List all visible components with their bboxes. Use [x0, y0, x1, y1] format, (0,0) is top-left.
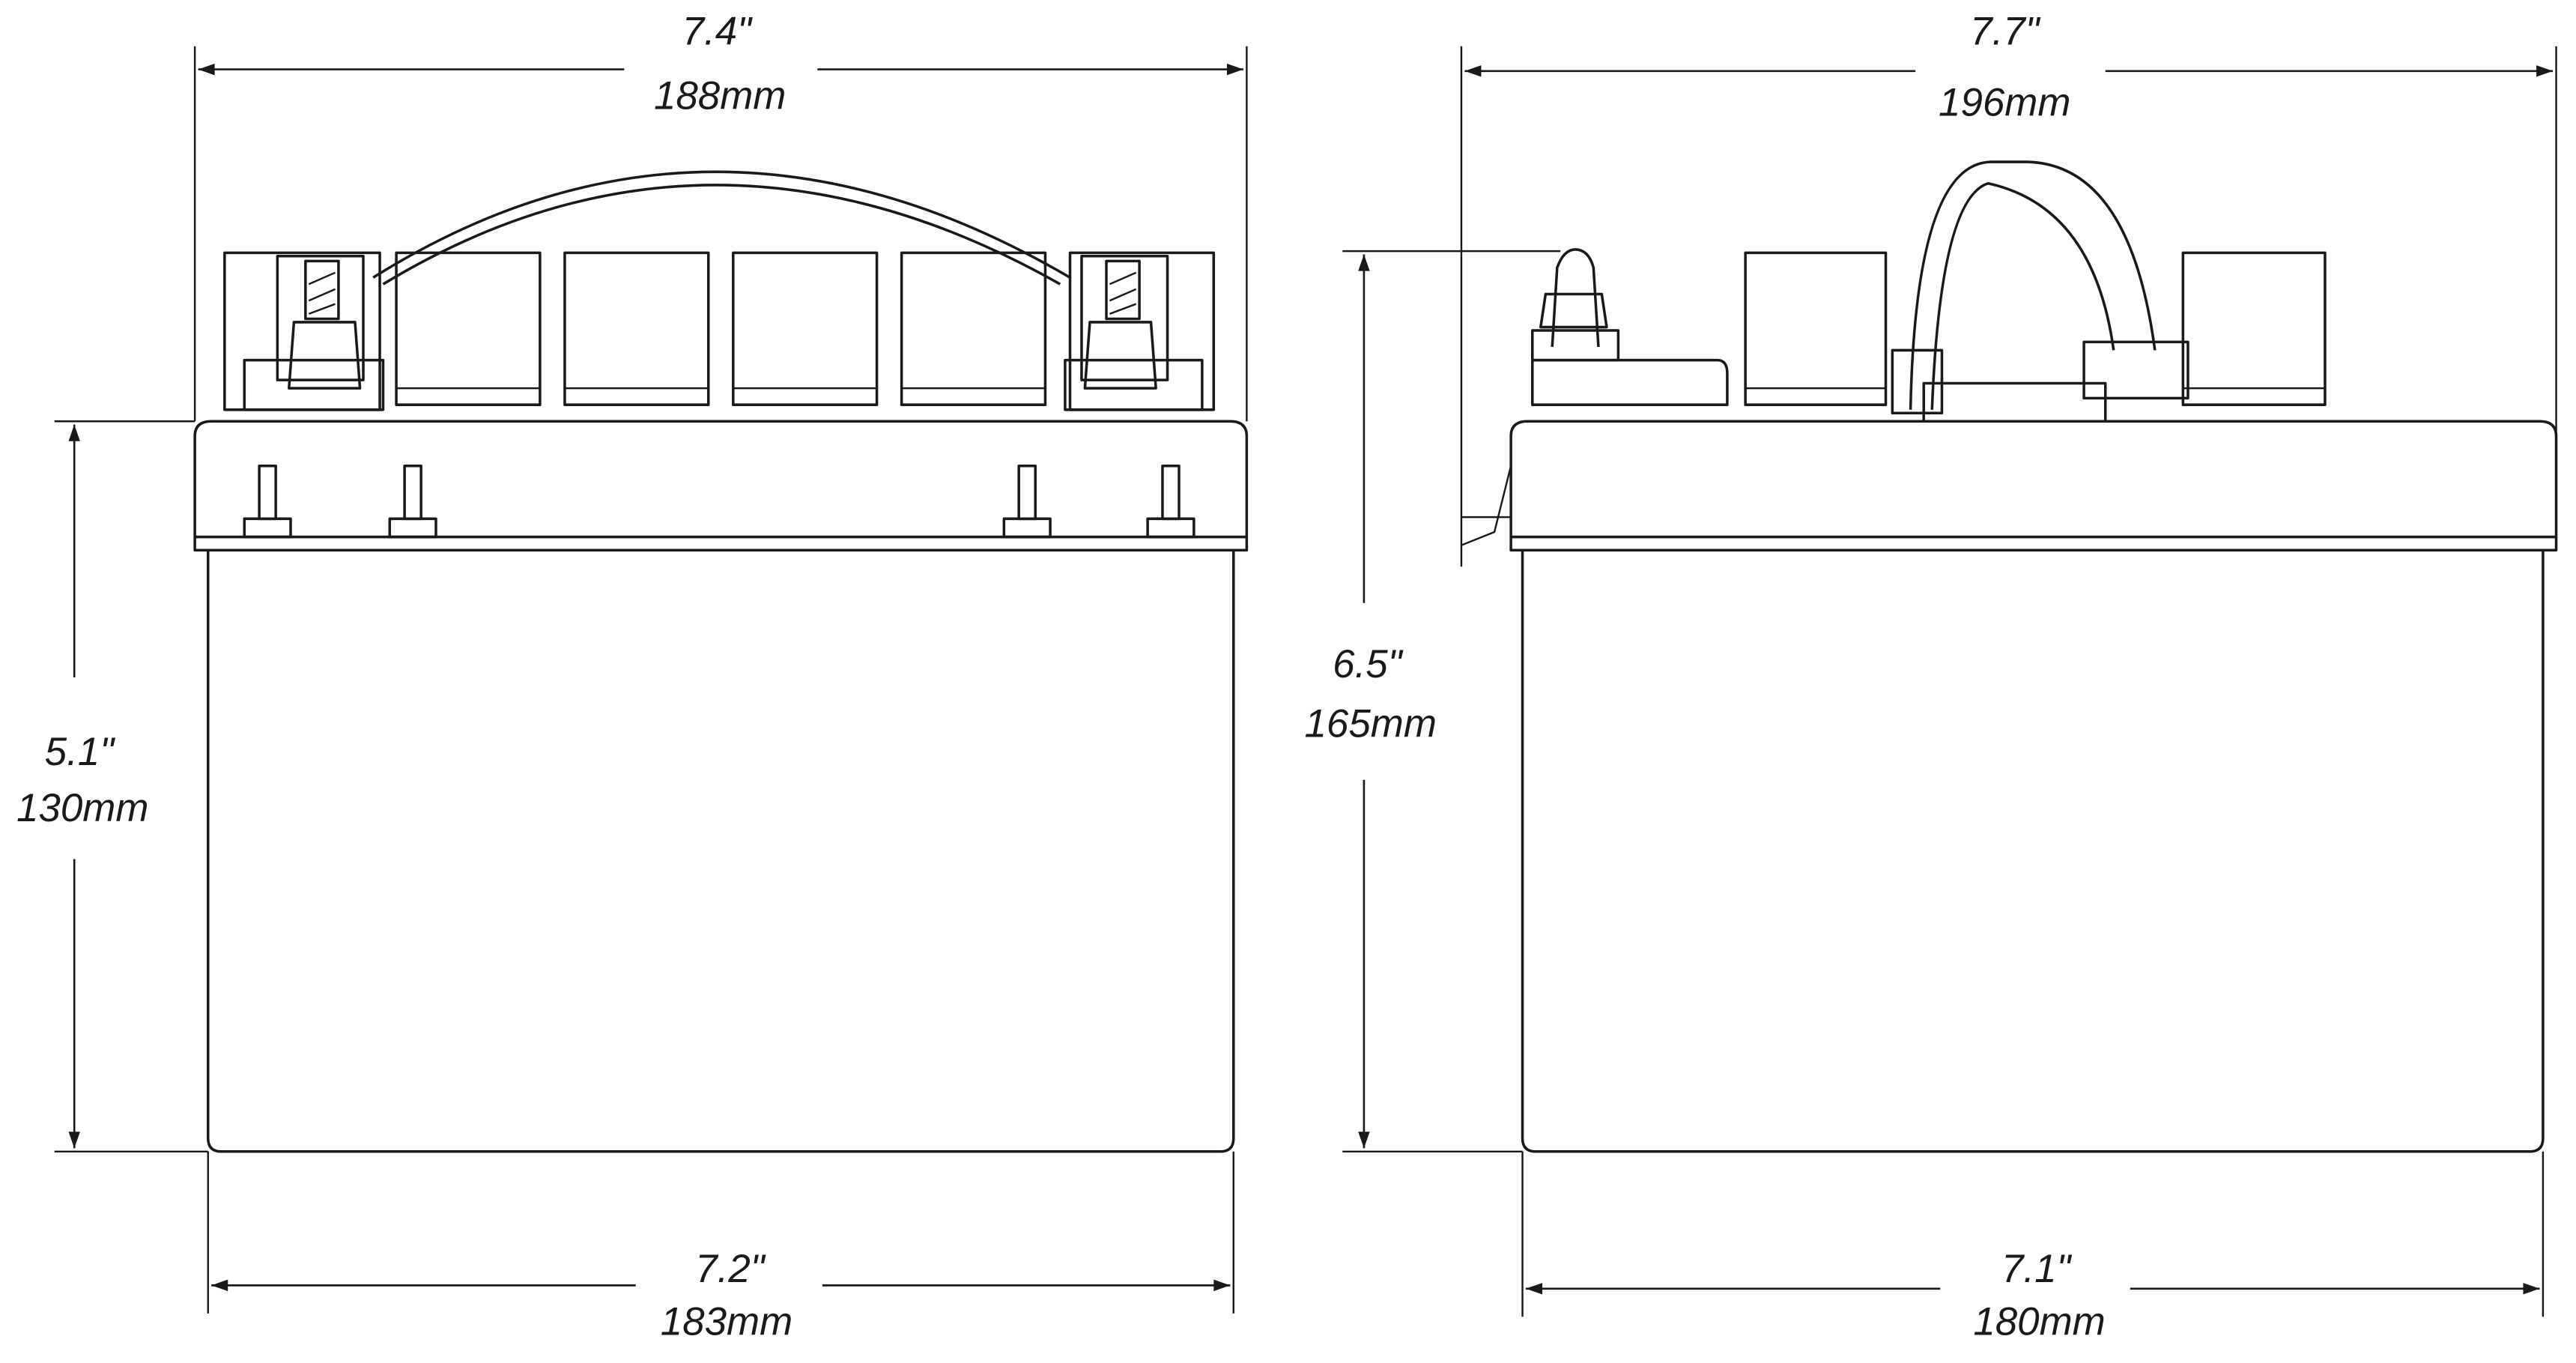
- side-top-width-inches: 7.7": [1970, 10, 2041, 54]
- front-top-width-mm: 188mm: [654, 74, 786, 118]
- side-bottom-width-dimension: 7.1" 180mm: [1521, 1151, 2545, 1344]
- front-bottom-width-mm: 183mm: [661, 1300, 793, 1344]
- front-height-mm: 130mm: [16, 786, 148, 830]
- front-top-width-dimension: 7.4" 188mm: [193, 10, 1248, 422]
- side-height-dimension: 6.5" 165mm: [1305, 250, 1561, 1152]
- front-bottom-width-dimension: 7.2" 183mm: [207, 1151, 1234, 1344]
- front-bottom-width-inches: 7.2": [695, 1247, 766, 1291]
- side-height-mm: 165mm: [1305, 701, 1437, 746]
- side-case-body: [1521, 550, 2545, 1153]
- side-lid: [1509, 420, 2558, 551]
- side-handle: [1891, 160, 2189, 423]
- front-handle: [372, 170, 1071, 279]
- side-terminal: [1461, 248, 1729, 546]
- front-height-dimension: 5.1" 130mm: [16, 420, 208, 1152]
- side-view: 7.7" 196mm: [1305, 10, 2558, 1344]
- front-lid: [193, 420, 1249, 551]
- side-bottom-width-inches: 7.1": [2001, 1247, 2073, 1291]
- side-top-width-mm: 196mm: [1939, 80, 2070, 124]
- front-terminal-right: [1064, 251, 1216, 411]
- front-case-body: [207, 550, 1235, 1153]
- side-bottom-width-mm: 180mm: [1973, 1300, 2105, 1344]
- side-cell-caps: [1744, 251, 2327, 406]
- front-height-inches: 5.1": [45, 730, 116, 774]
- front-terminal-left: [223, 251, 385, 411]
- front-cell-caps: [395, 251, 1047, 406]
- front-lid-studs: [243, 465, 1195, 539]
- side-height-inches: 6.5": [1333, 642, 1404, 686]
- front-top-width-inches: 7.4": [682, 10, 754, 54]
- side-top-width-dimension: 7.7" 196mm: [1460, 10, 2557, 567]
- front-view: 7.4" 188mm: [16, 10, 1249, 1344]
